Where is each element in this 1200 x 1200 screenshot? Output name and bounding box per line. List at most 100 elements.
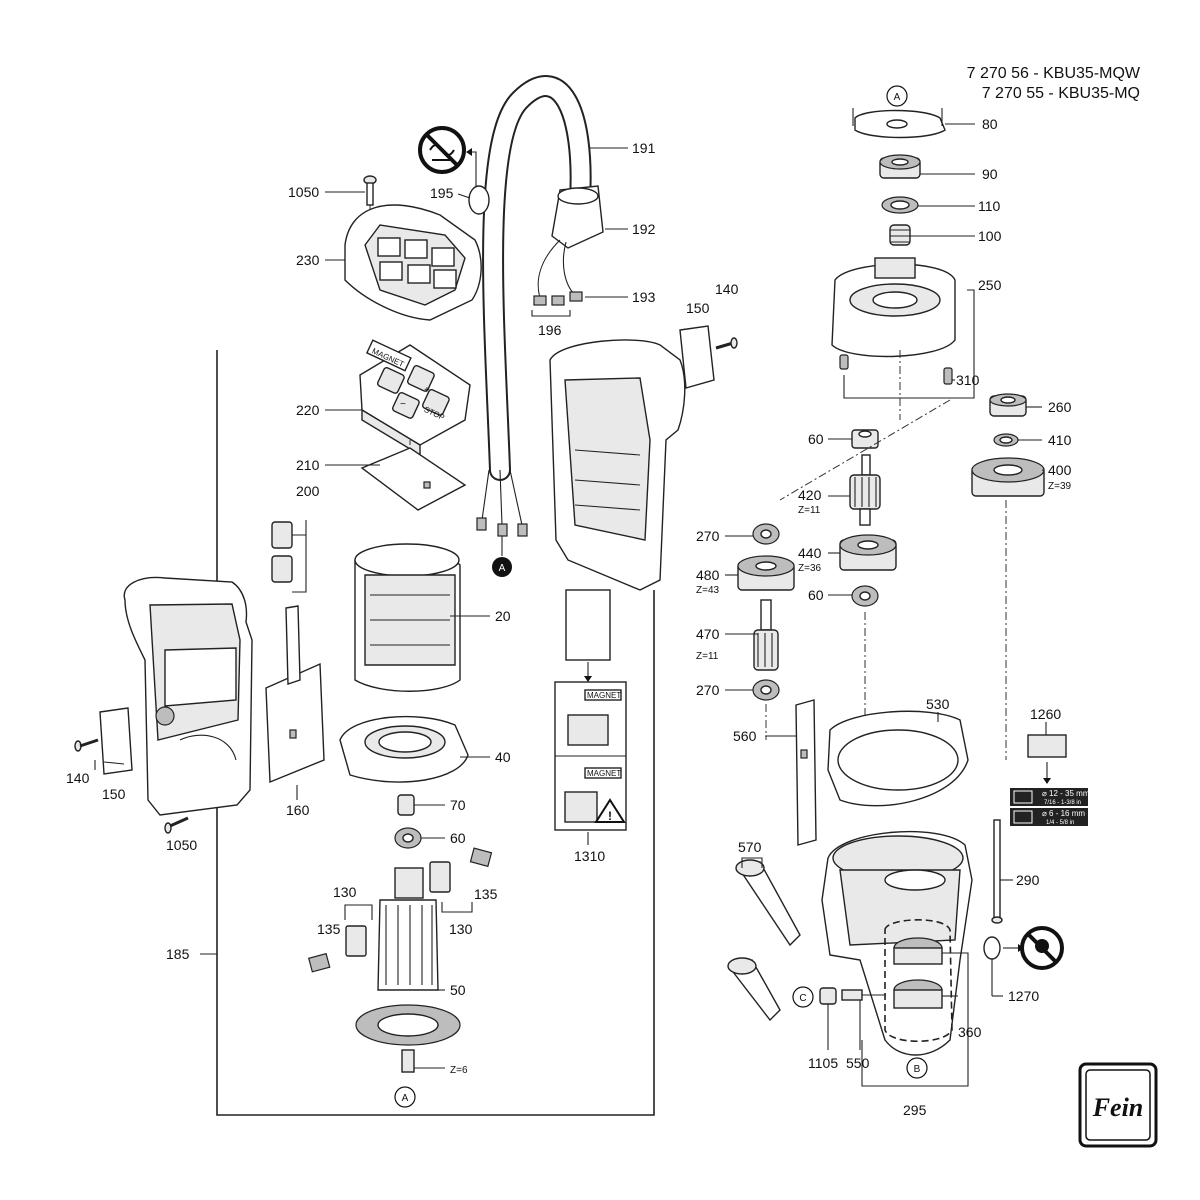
teeth-z11-b: Z=11 [696,651,719,662]
label-270-upper: 270 [696,528,720,544]
logo-text: Fein [1092,1093,1144,1122]
part-270-bearing-upper [752,523,780,545]
label-260: 260 [1048,399,1072,415]
part-40-air-guide [339,715,469,783]
part-70-sleeve [397,794,415,816]
svg-text:A: A [402,1093,409,1104]
teeth-z43: Z=43 [696,585,720,596]
part-50-armature [355,867,461,1073]
label-250: 250 [978,277,1002,293]
label-310: 310 [956,372,980,388]
svg-text:!: ! [608,809,612,823]
part-210-circuit-board [360,440,467,511]
label-130-right: 130 [449,921,473,937]
label-135-right: 135 [474,886,498,902]
label-1310: 1310 [574,848,605,864]
part-410-circlip [993,433,1019,447]
label-1260: 1260 [1030,706,1061,722]
fein-logo: Fein [1078,1062,1158,1148]
marker-c: C [792,986,814,1008]
label-1270: 1270 [1008,988,1039,1004]
part-140-screw-left [74,738,99,752]
part-200-carbon-brushes [271,520,307,593]
part-60-bearing-mid-1 [851,429,879,449]
label-1050-top: 1050 [288,184,319,200]
label-140-left: 140 [66,770,90,786]
marker-b: B [906,1057,928,1079]
marker-a-cable: A [492,557,512,577]
part-60-bearing-mid-2 [851,585,879,607]
part-191-power-cable [476,75,592,556]
part-550-nipple [841,989,886,1001]
label-530: 530 [926,696,950,712]
label-80: 80 [982,116,998,132]
no-water-icon [418,126,477,190]
label-1105: 1105 [808,1055,838,1071]
label-360: 360 [958,1024,982,1040]
label-magnet-2: MAGNET [587,769,621,778]
label-185: 185 [166,946,190,962]
label-400: 400 [1048,462,1072,478]
part-290-long-bolt [991,819,1003,924]
part-110-ring [881,196,919,214]
label-560: 560 [733,728,757,744]
label-420: 420 [798,487,822,503]
motor-housing-right [549,339,686,591]
label-410: 410 [1048,432,1072,448]
label-magnet-1: MAGNET [587,691,621,700]
label-550: 550 [846,1055,870,1071]
label-200: 200 [296,483,320,499]
label-191: 191 [632,140,656,156]
warning-triangle-icon: ! [594,798,626,823]
part-250-gear-housing-cover [831,257,975,399]
part-560-guide-rail [795,699,817,846]
part-1050-screw-bottom [164,816,189,834]
label-40: 40 [495,749,511,765]
part-1260-size-label: ⌀ 12 - 35 mm 7/16 - 1-3/8 in ⌀ 6 - 16 mm… [1010,734,1090,826]
part-440-gear-z36 [839,534,897,571]
svg-text:B: B [914,1064,921,1075]
label-60-mid2: 60 [808,587,824,603]
label-60-upper: 60 [450,830,466,846]
part-570-clamp-levers [727,857,801,1022]
label-140-right: 140 [715,281,739,297]
label-50: 50 [450,982,466,998]
label-220: 220 [296,402,320,418]
label-90: 90 [982,166,998,182]
part-230-switch-housing [344,204,482,321]
part-260-bearing [989,393,1027,417]
label-270-lower: 270 [696,682,720,698]
spec-row2-sub: 1/4 - 5/8 in [1046,820,1074,826]
spec-row1-sub: 7/16 - 1-3/8 in [1044,800,1081,806]
part-100-spring [889,224,911,246]
part-530-gasket [827,710,969,807]
part-195-seal-ring [468,185,490,215]
part-400-gear-z39 [971,457,1045,497]
label-150-right: 150 [686,300,710,316]
label-20: 20 [495,608,511,624]
svg-text:A: A [894,92,901,103]
spec-row1-main: ⌀ 12 - 35 mm [1042,789,1090,798]
label-440: 440 [798,545,822,561]
part-80-retaining-plate [852,108,946,139]
key-plus-label: + [424,385,430,396]
part-270-bearing-lower [752,679,780,701]
part-150-cover-right [679,325,715,389]
label-70: 70 [450,797,466,813]
part-160-electronics-module [265,605,325,784]
label-295: 295 [903,1102,927,1118]
label-150-left: 150 [102,786,126,802]
label-230: 230 [296,252,320,268]
label-210: 210 [296,457,320,473]
spec-row2-main: ⌀ 6 - 16 mm [1042,809,1085,818]
part-1105-cap [819,987,837,1005]
part-193-196-wire-leads [531,239,583,317]
svg-text:C: C [799,993,806,1004]
model-line-1: 7 270 56 - KBU35-MQW [967,65,1141,82]
assembly-frame-295 [861,1040,969,1087]
label-135-left: 135 [317,921,341,937]
label-130-left: 130 [333,884,357,900]
marker-a-top: A [886,85,908,107]
label-470: 470 [696,626,720,642]
